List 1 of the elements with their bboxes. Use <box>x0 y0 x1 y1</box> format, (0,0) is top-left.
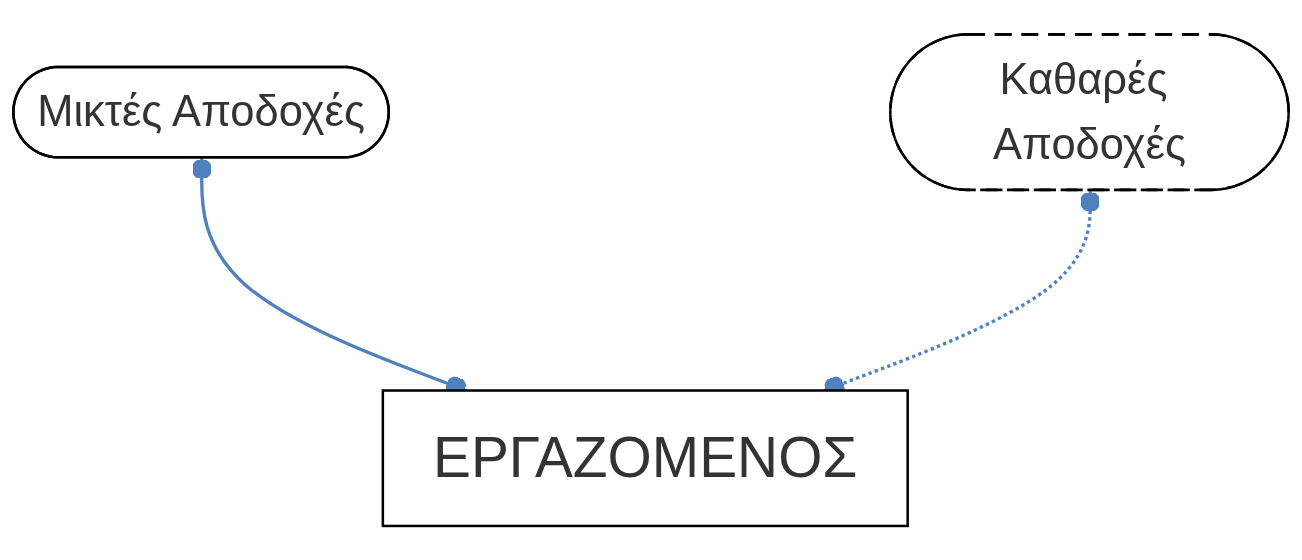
node-box: ΕΡΓΑΖΟΜΕΝΟΣ <box>381 389 909 528</box>
